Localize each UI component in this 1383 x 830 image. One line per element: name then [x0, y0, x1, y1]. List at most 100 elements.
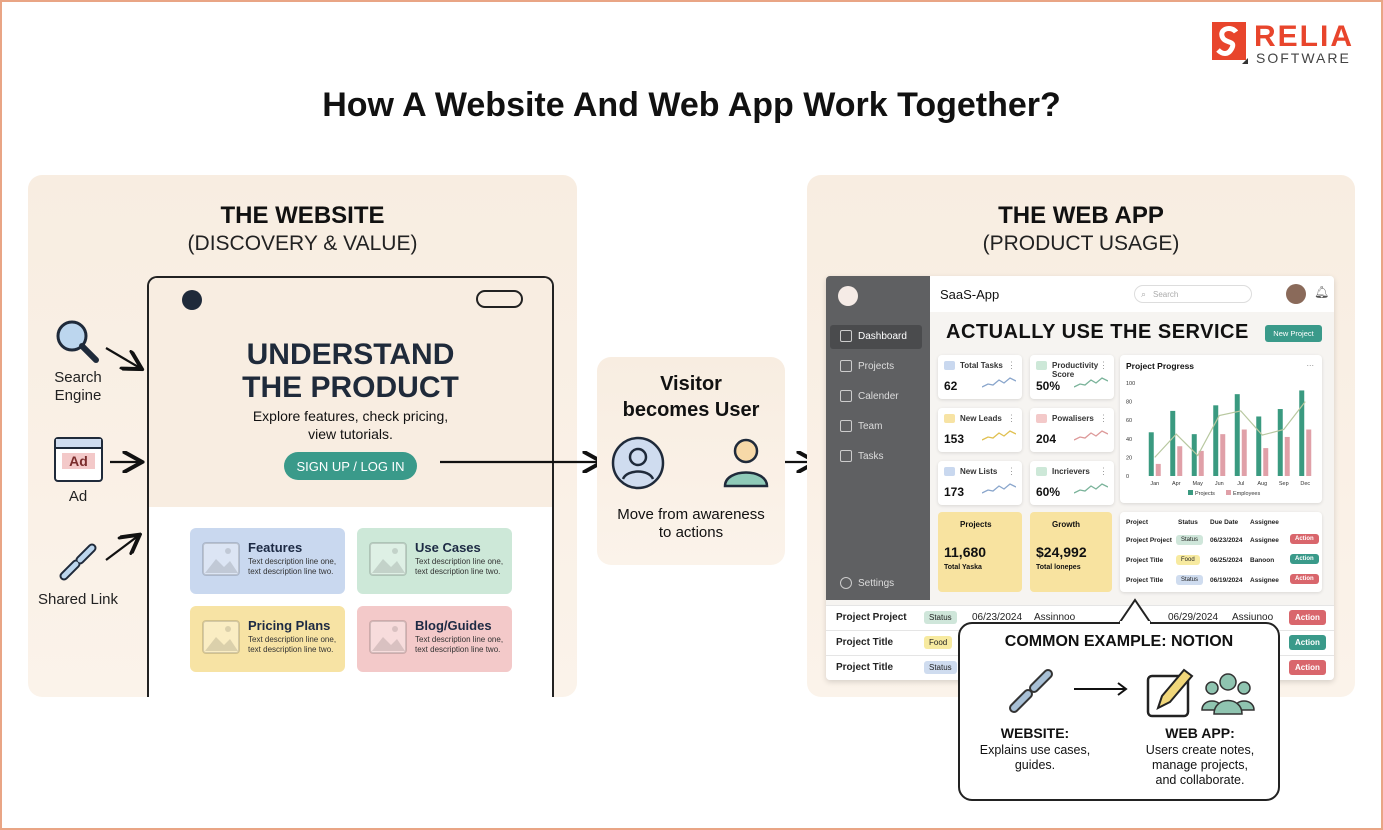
example-website-title: WEBSITE:: [1000, 725, 1070, 741]
sidebar-item-projects[interactable]: Projects: [830, 355, 922, 379]
new-project-button[interactable]: New Project: [1265, 325, 1322, 342]
action-button[interactable]: Action: [1290, 554, 1319, 564]
pill-button: [476, 290, 523, 308]
bar-employees: [1220, 434, 1226, 476]
headline-1: UNDERSTAND: [246, 338, 455, 371]
sparkline: [982, 377, 1016, 388]
sidebar-item-team[interactable]: Team: [830, 415, 922, 439]
image-icon: [369, 620, 407, 654]
example-webapp-desc: Users create notes,manage projects,and c…: [1145, 743, 1255, 787]
action-button[interactable]: Action: [1289, 660, 1326, 675]
more-icon[interactable]: ⋮: [1099, 413, 1108, 423]
example-webapp-title: WEB APP:: [1165, 725, 1235, 741]
bar-employees: [1284, 436, 1290, 476]
camera-dot: [182, 290, 202, 310]
image-icon: [202, 542, 240, 576]
link-icon: [59, 543, 97, 581]
example-website-desc: Explains use cases,guides.: [979, 743, 1091, 772]
stat-icon: [944, 414, 955, 423]
action-button[interactable]: Action: [1290, 534, 1319, 544]
team-icon: [840, 420, 852, 432]
x-tick-label: Dec: [1300, 481, 1310, 487]
sparkline: [1074, 377, 1108, 388]
more-icon[interactable]: ⋮: [1007, 360, 1016, 370]
more-icon[interactable]: ⋮: [1099, 466, 1108, 476]
bar-projects: [1170, 410, 1176, 476]
search-icon: ⌕: [1141, 289, 1147, 299]
trend-line: [1154, 401, 1306, 458]
website-desc-1: Explore features, check pricing,: [252, 408, 449, 424]
source-link-label: Shared Link: [37, 591, 119, 608]
stat-card: New Lists⋮173: [938, 461, 1022, 505]
stat-card: New Leads⋮153: [938, 408, 1022, 452]
bar-employees: [1155, 463, 1161, 476]
sidebar-item-tasks[interactable]: Tasks: [830, 445, 922, 469]
y-tick-label: 80: [1126, 400, 1132, 406]
bell-icon[interactable]: 🔔︎: [1314, 285, 1330, 299]
action-button[interactable]: Action: [1290, 574, 1319, 584]
avatar[interactable]: [1286, 284, 1306, 304]
search-input[interactable]: ⌕Search: [1134, 285, 1252, 303]
example-title: COMMON EXAMPLE: NOTION: [1004, 633, 1234, 650]
y-tick-label: 100: [1126, 381, 1135, 387]
bar-projects: [1213, 405, 1219, 476]
stat-icon: [1036, 361, 1047, 370]
website-title: THE WEBSITE: [220, 202, 385, 229]
logo-name: RELIA: [1254, 20, 1354, 53]
image-icon: [369, 542, 407, 576]
sidebar-item-dashboard[interactable]: Dashboard: [830, 325, 922, 349]
webapp-title: THE WEB APP: [998, 202, 1164, 229]
y-tick-label: 60: [1126, 418, 1132, 424]
website-mockup: UNDERSTAND THE PRODUCT Explore features,…: [147, 276, 554, 697]
more-icon[interactable]: ⋮: [1007, 413, 1016, 423]
y-tick-label: 40: [1126, 437, 1132, 443]
source-ad-label: Ad: [68, 488, 88, 505]
more-icon[interactable]: ⋮: [1007, 466, 1016, 476]
bar-employees: [1263, 448, 1269, 476]
logo-mark-icon: [1212, 22, 1248, 64]
transition-panel: Visitor becomes User Move from awareness…: [597, 357, 785, 565]
notion-example-callout: COMMON EXAMPLE: NOTION WEBSITE: Explains…: [958, 621, 1280, 801]
signup-login-button[interactable]: SIGN UP / LOG IN: [284, 452, 417, 480]
app-name: SaaS-App: [940, 287, 1000, 302]
y-tick-label: 0: [1126, 474, 1129, 480]
legend-label: Employees: [1233, 491, 1260, 497]
sidebar-item-calender[interactable]: Calender: [830, 385, 922, 409]
app-headline: ACTUALLY USE THE SERVICE: [946, 321, 1249, 343]
bar-projects: [1277, 409, 1283, 476]
action-button[interactable]: Action: [1289, 635, 1326, 650]
more-icon[interactable]: ⋮: [1099, 360, 1108, 370]
action-button[interactable]: Action: [1289, 610, 1326, 625]
bar-projects: [1234, 394, 1240, 476]
pencil-icon: [1156, 668, 1194, 710]
calender-icon: [840, 390, 852, 402]
legend-label: Projects: [1195, 491, 1215, 497]
stat-icon: [1036, 414, 1047, 423]
bar-projects: [1256, 416, 1262, 476]
edit-and-team-icons: [1146, 668, 1255, 718]
x-tick-label: Jul: [1237, 481, 1244, 487]
x-tick-label: Jun: [1215, 481, 1224, 487]
webapp-subtitle: (PRODUCT USAGE): [982, 232, 1180, 255]
big-stat-projects: Projects 11,680 Total Yaska: [938, 512, 1022, 592]
transition-title-2: becomes User: [622, 399, 760, 421]
sidebar-item-settings[interactable]: Settings: [830, 572, 922, 596]
chart-title: Project Progress: [1126, 361, 1195, 371]
chart-menu-button[interactable]: ...: [1306, 358, 1314, 368]
legend-swatch: [1226, 490, 1231, 495]
team-icon: [1201, 673, 1255, 715]
big-stat-growth: Growth $24,992 Total lonepes: [1030, 512, 1112, 592]
bar-employees: [1177, 446, 1183, 476]
stat-icon: [1036, 467, 1047, 476]
ad-icon: Ad: [54, 437, 103, 482]
projects-icon: [840, 360, 852, 372]
